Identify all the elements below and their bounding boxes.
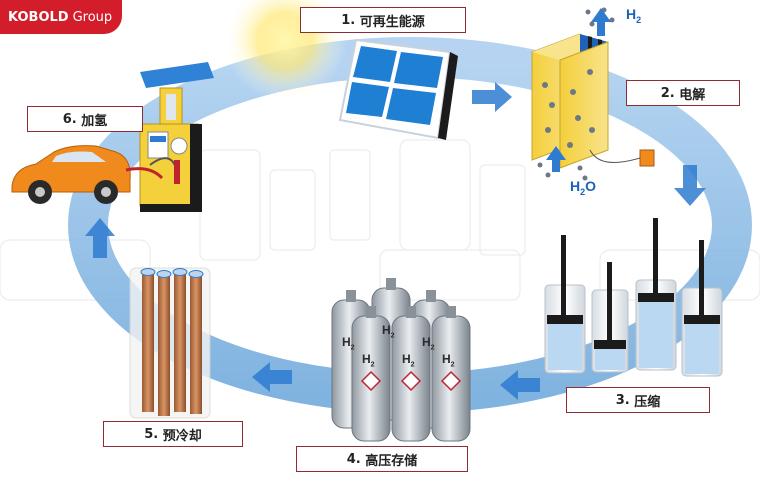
- step-number: 3.: [615, 392, 630, 408]
- cylinder-h2-mark: H2: [382, 323, 395, 339]
- cylinder-mark-base: H: [382, 323, 391, 337]
- arrow-precool-to-fueling: [85, 218, 115, 258]
- step-3-label: 3. 压缩: [566, 387, 710, 413]
- cylinder-h2-mark: H2: [402, 352, 415, 368]
- step-text: 预冷却: [162, 428, 202, 444]
- flow-arrows: [85, 82, 706, 400]
- cylinder-mark-sub: 2: [450, 361, 455, 369]
- hazard-diamond-icon: [360, 370, 462, 392]
- step-1-label: 1. 可再生能源: [300, 7, 466, 33]
- compression-cylinder: [544, 235, 586, 374]
- brand-name: KOBOLD: [8, 9, 69, 25]
- step-2-label: 2. 电解: [626, 80, 740, 106]
- step-text: 电解: [679, 87, 706, 103]
- storage-cylinders-icon: [331, 278, 471, 442]
- h2o-tail: O: [585, 178, 597, 194]
- step-number: 2.: [660, 85, 675, 101]
- step-number: 1.: [341, 12, 356, 28]
- cylinder-h2-mark: H2: [362, 352, 375, 368]
- solar-panel-icon: [338, 38, 458, 140]
- compression-cylinders-icon: [544, 218, 723, 377]
- h2-sub: 2: [636, 14, 642, 25]
- car-icon: [11, 145, 164, 204]
- h2o-in-arrow: [546, 146, 566, 172]
- h2o-label: H2O: [570, 178, 596, 197]
- precooling-unit-icon: [129, 267, 211, 419]
- compression-cylinder: [635, 218, 677, 371]
- cylinder-h2-mark: H2: [422, 335, 435, 351]
- brand-suffix: Group: [72, 9, 113, 25]
- cylinder-mark-base: H: [422, 335, 431, 349]
- step-number: 6.: [62, 111, 77, 127]
- step-5-label: 5. 预冷却: [103, 421, 243, 447]
- cylinder-h2-mark: H2: [442, 352, 455, 368]
- cylinder-mark-sub: 2: [390, 332, 395, 340]
- arrow-electrolysis-to-compression: [674, 165, 706, 206]
- cylinder-mark-base: H: [442, 352, 451, 366]
- h2-base: H: [626, 6, 637, 22]
- cylinder-mark-sub: 2: [410, 361, 415, 369]
- h2-label: H2: [626, 6, 641, 25]
- step-number: 5.: [144, 426, 159, 442]
- cylinder-mark-base: H: [362, 352, 371, 366]
- cylinder-mark-sub: 2: [430, 344, 435, 352]
- step-4-label: 4. 高压存储: [296, 446, 468, 472]
- step-text: 高压存储: [365, 453, 418, 469]
- h2-out-arrow: [591, 8, 611, 36]
- step-text: 压缩: [634, 394, 661, 410]
- cylinder-mark-sub: 2: [370, 361, 375, 369]
- compression-cylinder: [681, 240, 723, 377]
- step-number: 4.: [346, 451, 361, 467]
- step-text: 加氢: [81, 113, 108, 129]
- h2o-sub: 2: [580, 186, 586, 197]
- cylinder-mark-base: H: [342, 335, 351, 349]
- hydrogen-dispenser-icon: [139, 62, 214, 212]
- cylinder-h2-mark: H2: [342, 335, 355, 351]
- electrolyzer-icon: [531, 7, 655, 181]
- arrow-compression-to-storage: [500, 370, 540, 400]
- cylinder-mark-base: H: [402, 352, 411, 366]
- brand-logo: KOBOLD Group: [0, 0, 122, 34]
- step-text: 可再生能源: [359, 14, 425, 30]
- compression-cylinder: [591, 262, 629, 373]
- arrow-solar-to-electrolysis: [472, 82, 512, 112]
- cylinder-mark-sub: 2: [350, 344, 355, 352]
- arrow-storage-to-precool: [252, 362, 292, 392]
- h2o-base: H: [570, 178, 581, 194]
- step-6-label: 6. 加氢: [27, 106, 143, 132]
